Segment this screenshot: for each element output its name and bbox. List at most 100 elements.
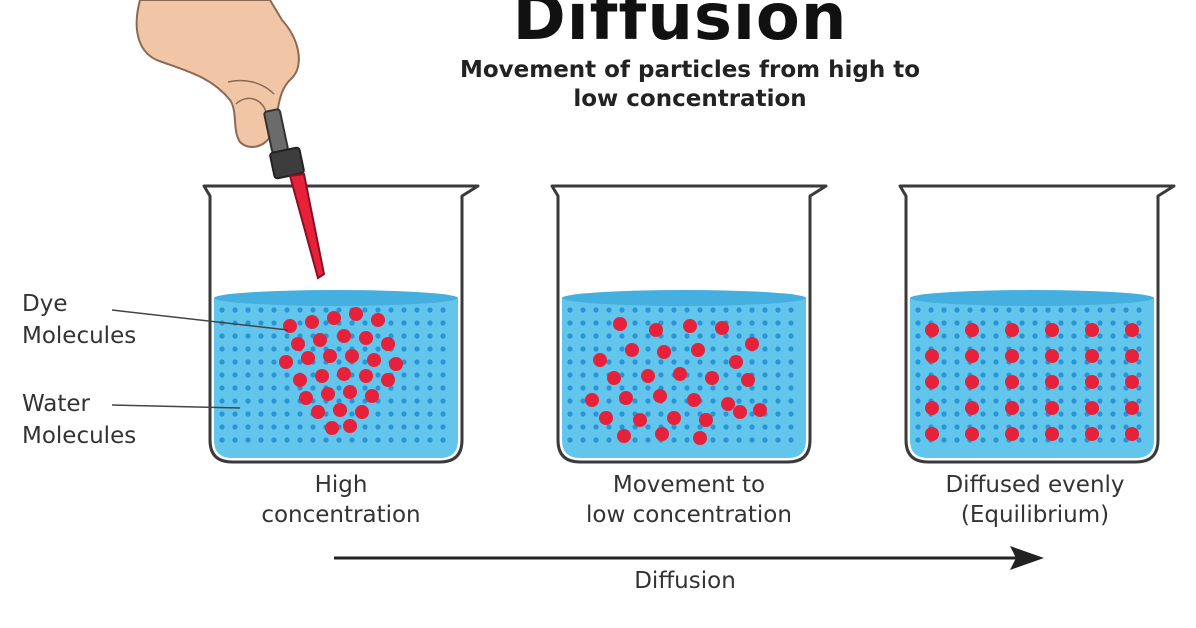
water-molecule: [297, 359, 303, 365]
water-molecule: [567, 307, 573, 313]
dye-molecule: [1045, 323, 1059, 337]
water-molecule: [362, 359, 368, 365]
water-molecule: [762, 437, 768, 443]
water-molecule: [1123, 372, 1129, 378]
water-molecule: [593, 307, 599, 313]
water-molecule: [375, 424, 381, 430]
water-molecule: [232, 424, 238, 430]
water-molecule: [580, 307, 586, 313]
water-molecule: [941, 411, 947, 417]
dye-molecule: [1005, 375, 1019, 389]
water-molecule: [388, 320, 394, 326]
water-molecule: [1123, 346, 1129, 352]
water-molecule: [401, 307, 407, 313]
water-molecule: [645, 320, 651, 326]
water-molecule: [993, 320, 999, 326]
dye-molecule: [1005, 401, 1019, 415]
water-molecule: [697, 320, 703, 326]
water-molecule: [440, 307, 446, 313]
water-molecule: [375, 385, 381, 391]
water-molecule: [941, 424, 947, 430]
dye-molecule: [371, 313, 385, 327]
water-molecule: [1136, 372, 1142, 378]
dye-molecule: [699, 413, 713, 427]
water-molecule: [401, 320, 407, 326]
water-molecule: [401, 372, 407, 378]
water-molecule: [788, 411, 794, 417]
water-molecule: [593, 411, 599, 417]
water-molecule: [993, 424, 999, 430]
water-molecule: [762, 346, 768, 352]
water-molecule: [1136, 320, 1142, 326]
dye-molecule: [321, 387, 335, 401]
water-molecule: [1032, 359, 1038, 365]
water-molecule: [993, 398, 999, 404]
water-molecule: [388, 437, 394, 443]
water-molecule: [362, 424, 368, 430]
water-molecule: [658, 307, 664, 313]
water-molecule: [1097, 307, 1103, 313]
water-molecule: [915, 333, 921, 339]
water-molecule: [232, 346, 238, 352]
water-molecule: [567, 411, 573, 417]
water-molecule: [1097, 385, 1103, 391]
water-molecule: [954, 372, 960, 378]
water-molecule: [710, 424, 716, 430]
water-molecule: [645, 346, 651, 352]
water-molecule: [954, 333, 960, 339]
water-molecule: [580, 320, 586, 326]
water-molecule: [593, 320, 599, 326]
water-molecule: [336, 437, 342, 443]
water-molecule: [580, 372, 586, 378]
water-molecule: [271, 307, 277, 313]
water-molecule: [440, 398, 446, 404]
water-molecule: [1071, 398, 1077, 404]
water-molecule: [310, 385, 316, 391]
water-molecule: [232, 398, 238, 404]
water-molecule: [219, 437, 225, 443]
dye-molecule: [715, 321, 729, 335]
water-molecule: [284, 307, 290, 313]
water-molecule: [954, 385, 960, 391]
water-molecule: [941, 398, 947, 404]
dye-molecule: [355, 405, 369, 419]
water-molecule: [671, 346, 677, 352]
water-molecule: [427, 346, 433, 352]
dye-molecule: [705, 371, 719, 385]
water-molecule: [219, 346, 225, 352]
water-molecule: [580, 424, 586, 430]
dye-molecule: [1045, 427, 1059, 441]
water-molecule: [1019, 385, 1025, 391]
dye-molecule: [753, 403, 767, 417]
dye-molecules-even: [925, 323, 1139, 441]
water-molecule: [219, 398, 225, 404]
water-molecule: [710, 320, 716, 326]
water-molecule: [349, 320, 355, 326]
water-molecule: [1019, 307, 1025, 313]
water-molecule: [645, 359, 651, 365]
water-molecule: [414, 359, 420, 365]
water-molecule: [1045, 307, 1051, 313]
water-molecule: [749, 424, 755, 430]
water-molecule: [775, 411, 781, 417]
water-molecule: [606, 398, 612, 404]
water-molecule: [375, 437, 381, 443]
dye-molecule: [965, 349, 979, 363]
water-molecule: [388, 398, 394, 404]
water-molecule: [284, 333, 290, 339]
caption-high-concentration: High concentration: [261, 472, 421, 528]
water-molecule: [1097, 359, 1103, 365]
water-molecule: [440, 385, 446, 391]
water-molecule: [1071, 320, 1077, 326]
water-molecule: [362, 320, 368, 326]
water-molecule: [245, 372, 251, 378]
water-molecule: [232, 385, 238, 391]
water-molecule: [749, 437, 755, 443]
water-molecule: [1019, 424, 1025, 430]
water-molecule: [736, 346, 742, 352]
water-molecule: [606, 320, 612, 326]
water-molecule: [414, 437, 420, 443]
dye-molecule: [343, 419, 357, 433]
water-molecule: [941, 437, 947, 443]
